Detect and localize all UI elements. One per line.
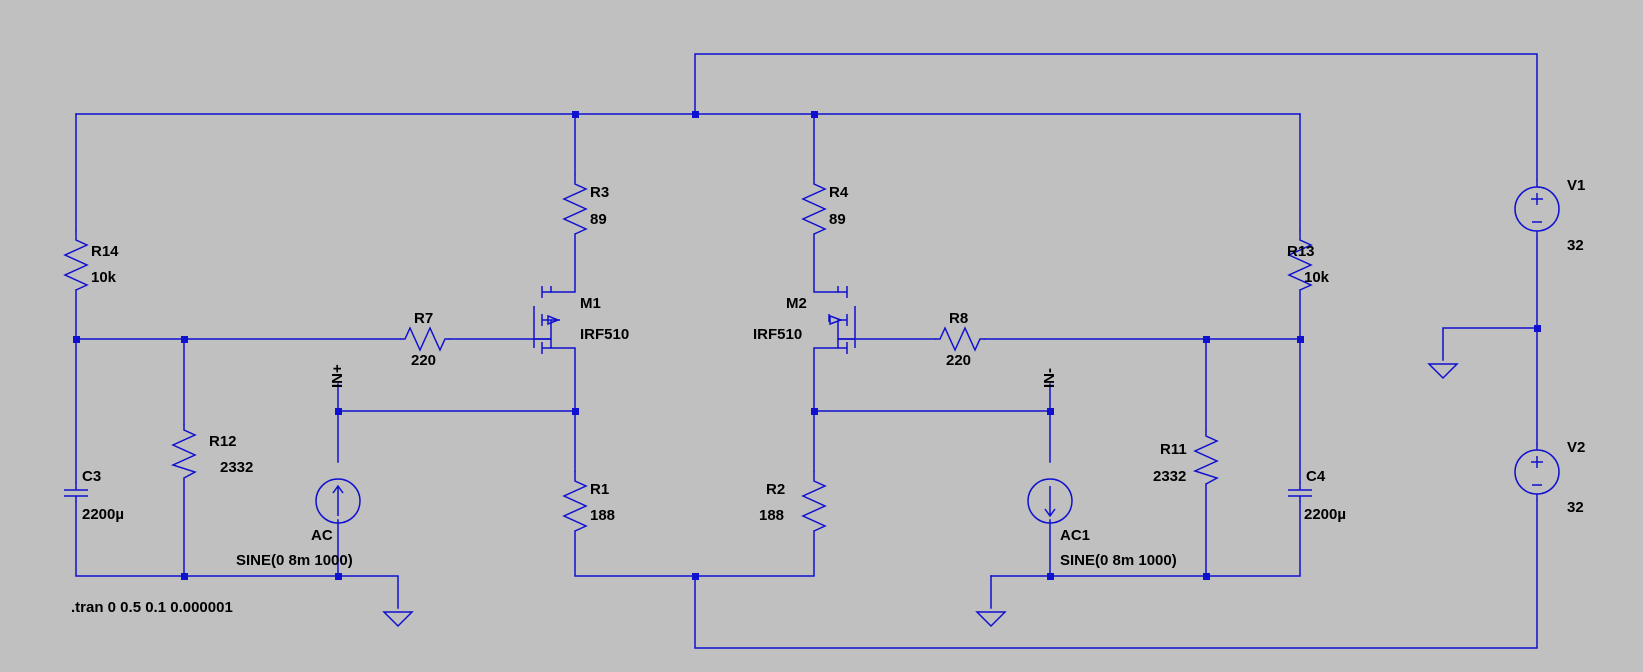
junction [811, 408, 818, 415]
capacitor-c3[interactable]: C3 2200µ [64, 468, 124, 523]
mosfet-m2[interactable]: M2 IRF510 [753, 286, 856, 354]
label-r2-value: 188 [759, 507, 784, 524]
resistor-r7[interactable]: R7 220 [400, 310, 450, 369]
label-r3-value: 89 [590, 211, 607, 228]
label-r8-name: R8 [949, 310, 968, 327]
junction [73, 336, 80, 343]
label-r11-name: R11 [1160, 441, 1187, 458]
label-v2-value: 32 [1567, 499, 1584, 516]
junction [572, 111, 579, 118]
resistor-r2[interactable]: R2 188 [759, 471, 827, 532]
label-r8-value: 220 [946, 352, 971, 369]
label-ac1-name: AC1 [1060, 527, 1090, 544]
junction [572, 408, 579, 415]
ground-symbol-left [382, 611, 414, 628]
net-label-in-minus-text: IN- [1041, 368, 1058, 388]
junction [692, 111, 699, 118]
label-r4-name: R4 [829, 184, 849, 201]
label-c4-name: C4 [1306, 468, 1326, 485]
label-ac-value: SINE(0 8m 1000) [236, 552, 353, 569]
ground-symbol-right [975, 611, 1007, 628]
label-r13-value: 10k [1304, 269, 1330, 286]
capacitor-c4[interactable]: C4 2200µ [1288, 468, 1346, 523]
ac-source-ac1[interactable]: AC1 SINE(0 8m 1000) [1027, 478, 1177, 569]
label-r12-name: R12 [209, 433, 237, 450]
label-r7-name: R7 [414, 310, 433, 327]
resistor-r8[interactable]: R8 220 [935, 310, 985, 369]
label-c3-value: 2200µ [82, 506, 124, 523]
voltage-source-v1[interactable]: V1 32 [1514, 177, 1585, 254]
net-label-in-minus[interactable]: IN- [1041, 368, 1058, 388]
spice-directive[interactable]: .tran 0 0.5 0.1 0.000001 [71, 599, 233, 616]
junction [1203, 573, 1210, 580]
label-c4-value: 2200µ [1304, 506, 1346, 523]
label-r14-name: R14 [91, 243, 119, 260]
net-label-in-plus-text: IN+ [329, 364, 346, 388]
label-v1-value: 32 [1567, 237, 1584, 254]
label-m2-name: M2 [786, 295, 807, 312]
voltage-source-v2[interactable]: V2 32 [1514, 439, 1585, 516]
label-v2-name: V2 [1567, 439, 1585, 456]
junction [1297, 336, 1304, 343]
ground-symbol-supply [1427, 363, 1459, 380]
resistor-r3[interactable]: R3 89 [562, 174, 609, 235]
junction [692, 573, 699, 580]
junction [1534, 325, 1541, 332]
resistor-r1[interactable]: R1 188 [562, 471, 615, 532]
label-m1-name: M1 [580, 295, 601, 312]
junction [811, 111, 818, 118]
junction [335, 408, 342, 415]
resistor-r13[interactable]: R13 10k [1287, 230, 1330, 291]
label-r1-name: R1 [590, 481, 609, 498]
label-r2-name: R2 [766, 481, 785, 498]
resistor-r14[interactable]: R14 10k [63, 230, 119, 291]
label-ac-name: AC [311, 527, 333, 544]
junction [1203, 336, 1210, 343]
junction-dots [73, 111, 1541, 580]
label-r1-value: 188 [590, 507, 615, 524]
label-r12-value: 2332 [220, 459, 253, 476]
junction [181, 573, 188, 580]
resistor-r12[interactable]: R12 2332 [170, 424, 253, 479]
resistor-r4[interactable]: R4 89 [801, 174, 849, 235]
label-r13-name: R13 [1287, 243, 1315, 260]
ac-source-ac[interactable]: AC SINE(0 8m 1000) [236, 478, 361, 569]
label-m1-value: IRF510 [580, 326, 629, 343]
label-r4-value: 89 [829, 211, 846, 228]
label-r7-value: 220 [411, 352, 436, 369]
resistor-r11[interactable]: R11 2332 [1153, 430, 1219, 485]
junction [181, 336, 188, 343]
junction [1047, 408, 1054, 415]
net-label-in-plus[interactable]: IN+ [329, 364, 346, 388]
junction [1047, 573, 1054, 580]
label-ac1-value: SINE(0 8m 1000) [1060, 552, 1177, 569]
junction [335, 573, 342, 580]
label-m2-value: IRF510 [753, 326, 802, 343]
label-c3-name: C3 [82, 468, 101, 485]
label-v1-name: V1 [1567, 177, 1585, 194]
label-r14-value: 10k [91, 269, 117, 286]
mosfet-m1[interactable]: M1 IRF510 [533, 286, 629, 354]
label-r3-name: R3 [590, 184, 609, 201]
label-r11-value: 2332 [1153, 468, 1186, 485]
